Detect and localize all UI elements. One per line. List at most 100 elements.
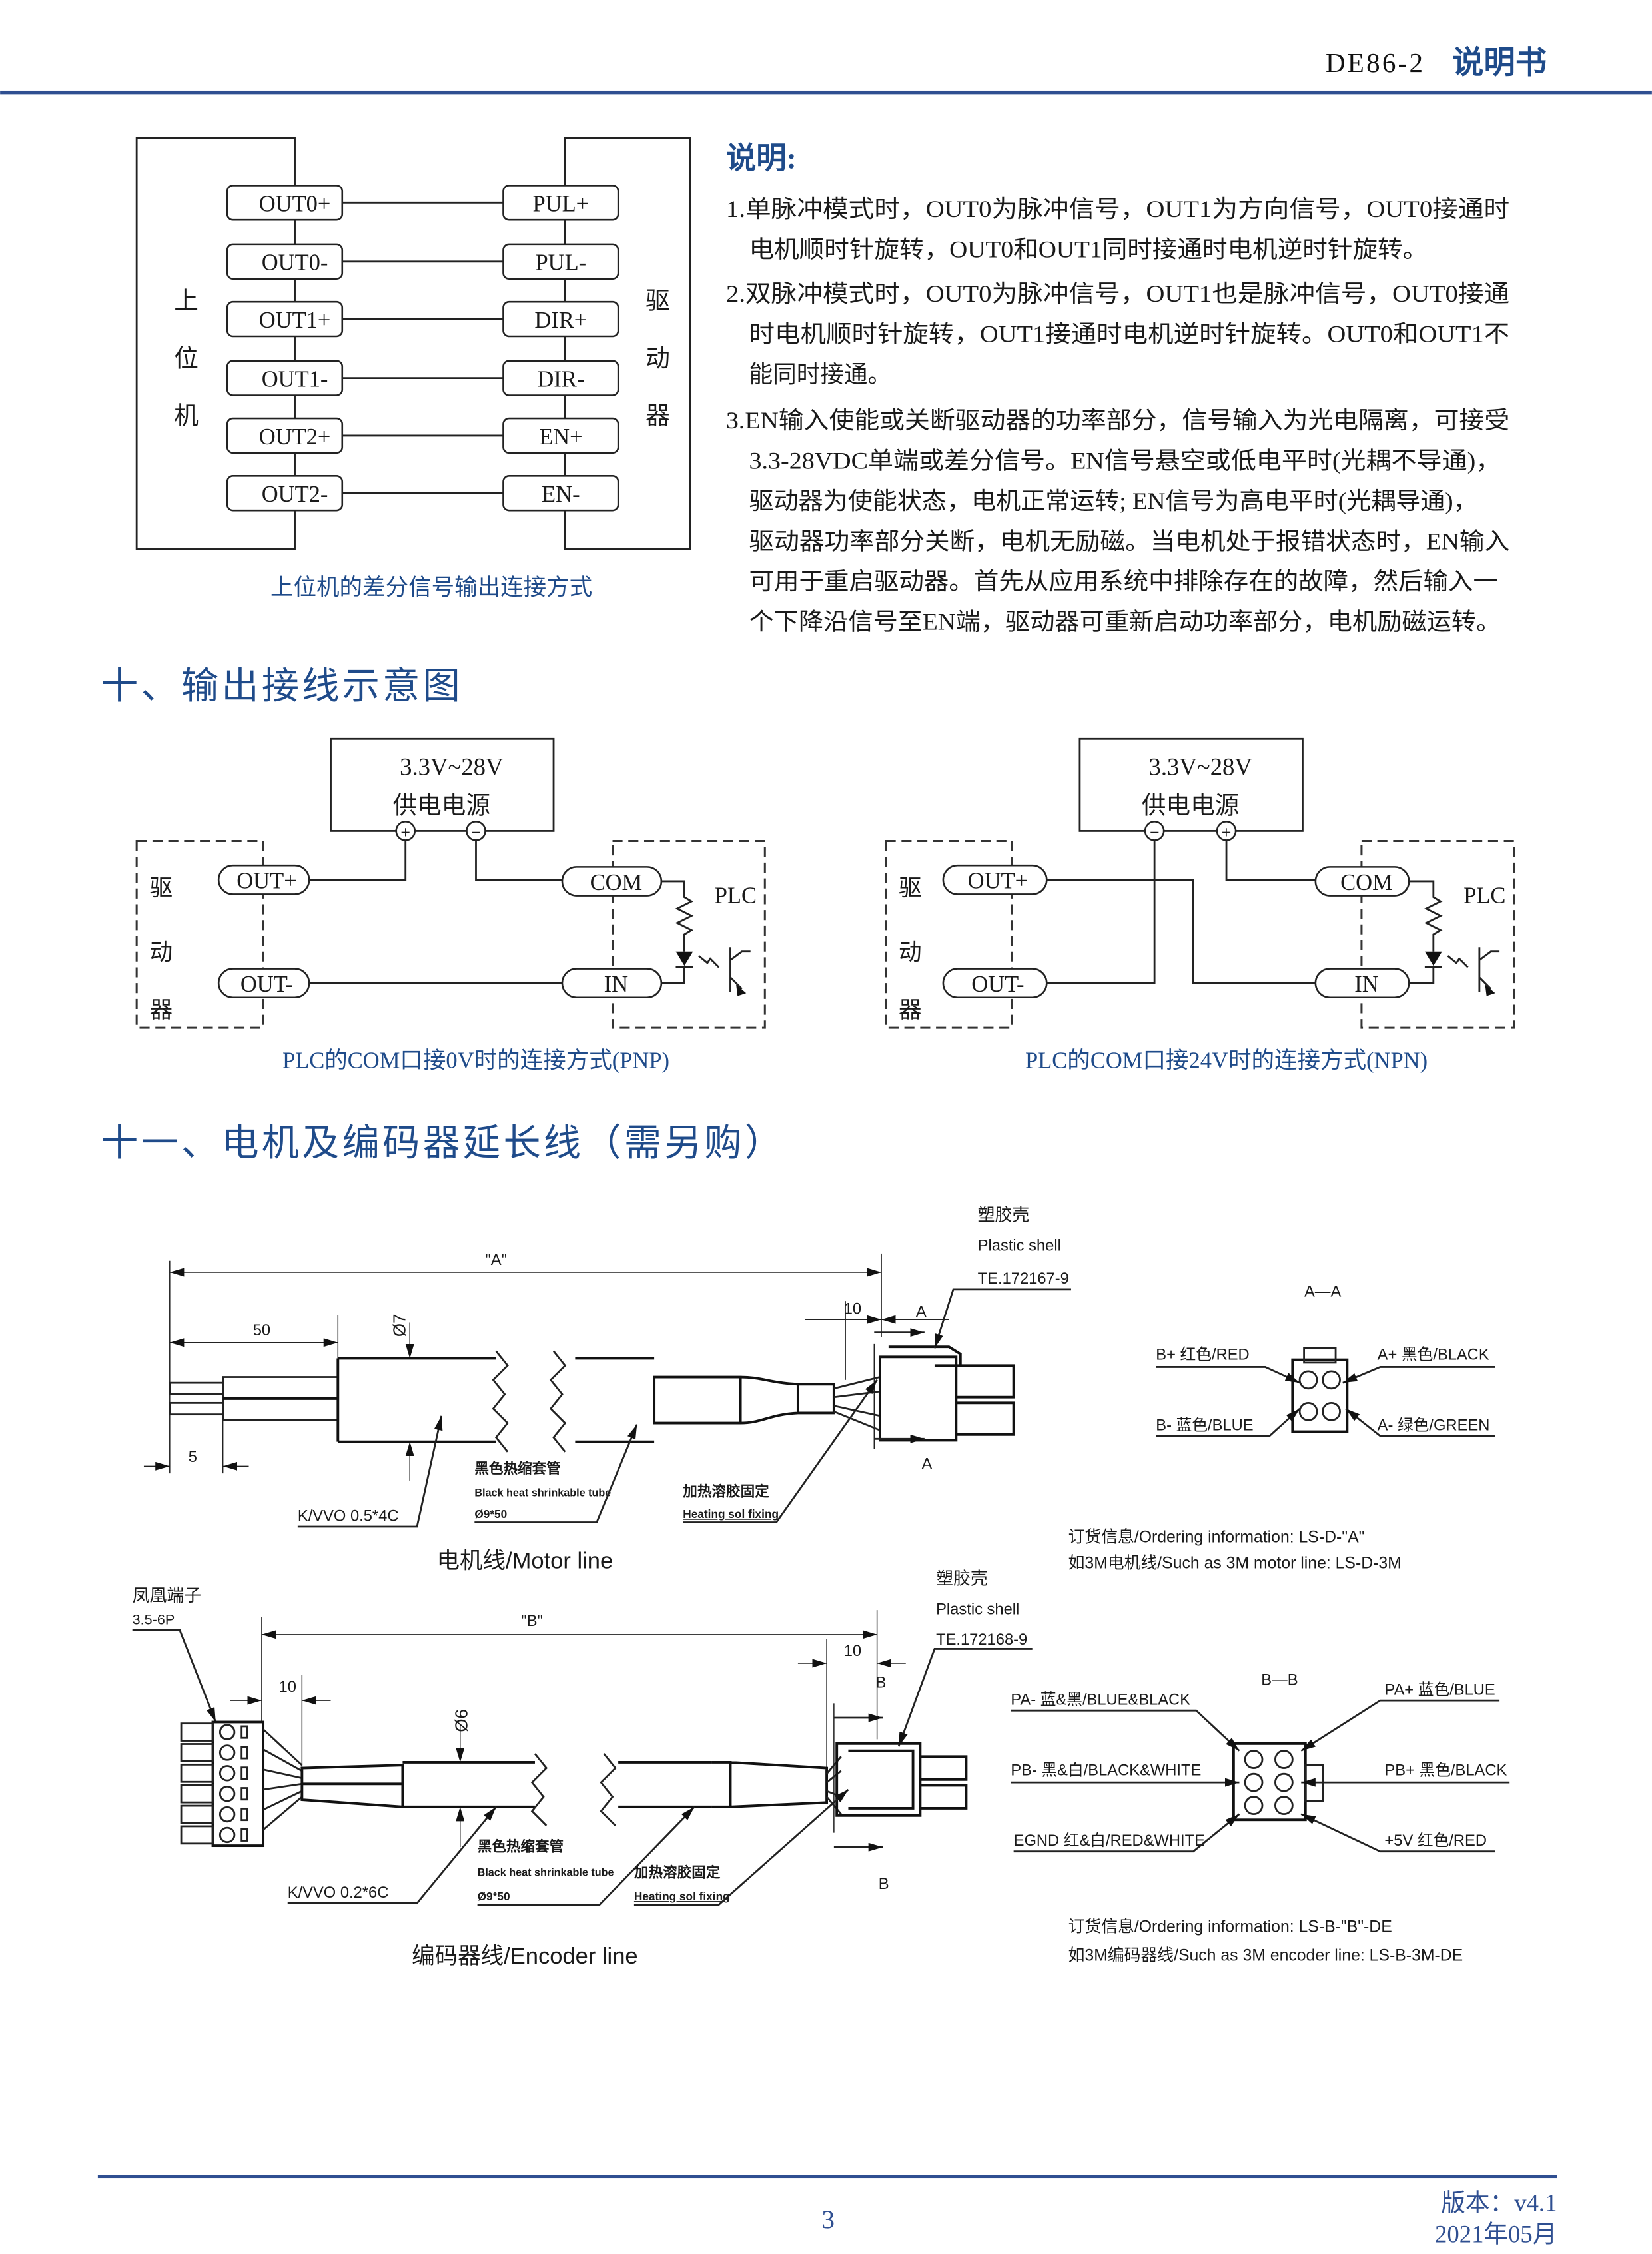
out-plus-terminal-label: OUT+ (968, 869, 1028, 894)
page-header: DE86-2 说明书 (0, 45, 1652, 95)
dim-10-label: 10 (844, 1301, 861, 1318)
note-line: 可用于重启驱动器。首先从应用系统中排除存在的故障，然后输入一 (749, 568, 1498, 595)
host-box (135, 137, 296, 550)
minus-sign: − (1150, 823, 1160, 842)
phoenix-terminal (180, 1720, 265, 1848)
terminal-slot (240, 1725, 248, 1739)
notes-block: 说明: 1.单脉冲模式时，OUT0为脉冲信号，OUT1为方向信号，OUT0接通时… (726, 142, 1509, 635)
cable-spec: K/VVO 0.2*6C (288, 1884, 389, 1902)
cable-spec-leader (297, 1415, 443, 1528)
output-label: OUT2+ (259, 424, 331, 450)
tube-cn: 黑色热缩套管 (478, 1838, 564, 1855)
input-terminal (502, 243, 620, 280)
release-date: 2021年05月 (1435, 2221, 1557, 2248)
input-label: EN- (542, 482, 580, 507)
encoder-line-drawing: 凤凰端子 3.5-6P "B" 10 10 Ø6 B B 塑胶壳 Plastic… (133, 1569, 1510, 1969)
terminal-body (211, 1720, 265, 1848)
output-label: OUT2- (262, 482, 328, 507)
driver-label: 动 (899, 940, 922, 966)
heat-shrink-tube (653, 1375, 835, 1425)
motor-line-title: 电机线/Motor line (437, 1549, 614, 1574)
in-terminal-label: IN (604, 972, 628, 997)
section-10-heading: 十、输出接线示意图 (101, 666, 463, 707)
cable-spec-leader (287, 1806, 497, 1904)
output-label: OUT1+ (259, 308, 331, 333)
output-terminal (226, 417, 344, 454)
note-line: 1.单脉冲模式时，OUT0为脉冲信号，OUT1为方向信号，OUT0接通时 (726, 196, 1509, 222)
outer-jacket (336, 1357, 655, 1443)
host-label-2: 位 (174, 344, 199, 372)
led-diode (675, 951, 693, 966)
shell-part: TE.172167-9 (978, 1270, 1069, 1288)
phototransistor-arrow (1485, 984, 1495, 996)
terminal-slot (240, 1828, 248, 1842)
pin-leader (1156, 1407, 1301, 1437)
pin-a-minus: A- 绿色/GREEN (1378, 1416, 1490, 1434)
input-terminal (502, 360, 620, 396)
output-terminal (226, 185, 344, 221)
terminal-slot (240, 1766, 248, 1780)
phototransistor-arrow (736, 984, 747, 996)
outer-jacket (402, 1760, 712, 1808)
dim-dia-label: Ø7 (391, 1314, 410, 1337)
terminal-pin (180, 1825, 214, 1845)
input-terminal (502, 417, 620, 454)
pin-leader (1345, 1407, 1495, 1437)
dim-10-right-label: 10 (844, 1643, 861, 1660)
dim-50-label: 50 (253, 1322, 270, 1339)
com-terminal-label: COM (1340, 870, 1393, 895)
terminal-pin (180, 1804, 214, 1824)
terminal-minus (466, 821, 486, 841)
plc-label: PLC (1463, 883, 1505, 908)
terminal-pin (180, 1763, 214, 1783)
pin-leader (1342, 1366, 1495, 1384)
motor-ordering-example: 如3M电机线/Such as 3M motor line: LS-D-3M (1068, 1554, 1402, 1573)
note-line: 电机顺时针旋转，OUT0和OUT1同时接通时电机逆时针旋转。 (749, 236, 1428, 262)
terminal-cn: 凤凰端子 (133, 1586, 202, 1605)
led-wire (1409, 966, 1442, 984)
terminal-slot (240, 1746, 248, 1760)
out-plus-terminal (217, 864, 310, 895)
wire-end (169, 1381, 224, 1395)
dim-total-label: "A" (485, 1252, 507, 1269)
driver-label-1: 驱 (645, 287, 670, 314)
section-11-heading: 十一、电机及编码器延长线（需另购） (101, 1123, 785, 1164)
differential-diagram: OUT0+PUL+OUT0-PUL-OUT1+DIR+OUT1-DIR-OUT2… (135, 137, 691, 600)
footer-rule (97, 2175, 1557, 2179)
doc-title: 说明书 (1452, 45, 1547, 81)
terminal-plus (1216, 821, 1237, 841)
power-supply-box (330, 737, 555, 832)
pnp-diagram: 3.3V~28V供电电源驱动器+−OUT+OUT-COMINPLCPLC的COM… (135, 737, 766, 1074)
out-plus-terminal (942, 864, 1048, 895)
host-label-3: 机 (174, 402, 199, 430)
break-marks (492, 1350, 567, 1453)
page-number: 3 (822, 2205, 835, 2234)
note-line: 3.3-28VDC单端或差分信号。EN信号悬空或低电平时(光耦不导通)， (749, 448, 1501, 474)
output-terminal (226, 475, 344, 512)
note-line: 2.双脉冲模式时，OUT0为脉冲信号，OUT1也是脉冲信号，OUT0接通 (726, 280, 1509, 307)
led-wire (661, 966, 693, 984)
shell-cn: 塑胶壳 (936, 1569, 988, 1588)
inner-jacket (300, 1764, 404, 1808)
minus-sign: − (471, 823, 481, 842)
note-line: 时电机顺时针旋转，OUT1接通时电机逆时针旋转。OUT0和OUT1不 (749, 321, 1510, 348)
glue-leader (683, 1379, 878, 1523)
input-terminal (502, 475, 620, 512)
output-label: OUT1- (262, 367, 328, 392)
encoder-ordering-info: 订货信息/Ordering information: LS-B-"B"-DE (1068, 1918, 1392, 1936)
terminal-leader (132, 1629, 217, 1722)
doc-model: DE86-2 (1326, 47, 1425, 78)
pin-leader (1300, 1813, 1495, 1853)
wire-minus-to-out-minus (1046, 839, 1156, 984)
power-supply-box (1078, 737, 1304, 832)
note-line: 驱动器功率部分关断，电机无励磁。当电机处于报错状态时，EN输入 (749, 528, 1510, 554)
wire-minus-to-com (475, 839, 562, 881)
driver-label-2: 动 (645, 344, 670, 372)
terminal-pin (180, 1722, 214, 1742)
terminal-screw (218, 1806, 236, 1823)
page-footer: 3 版本：v4.1 2021年05月 (97, 2175, 1557, 2248)
note-line: 能同时接通。 (749, 361, 892, 388)
input-label: PUL- (535, 250, 586, 276)
